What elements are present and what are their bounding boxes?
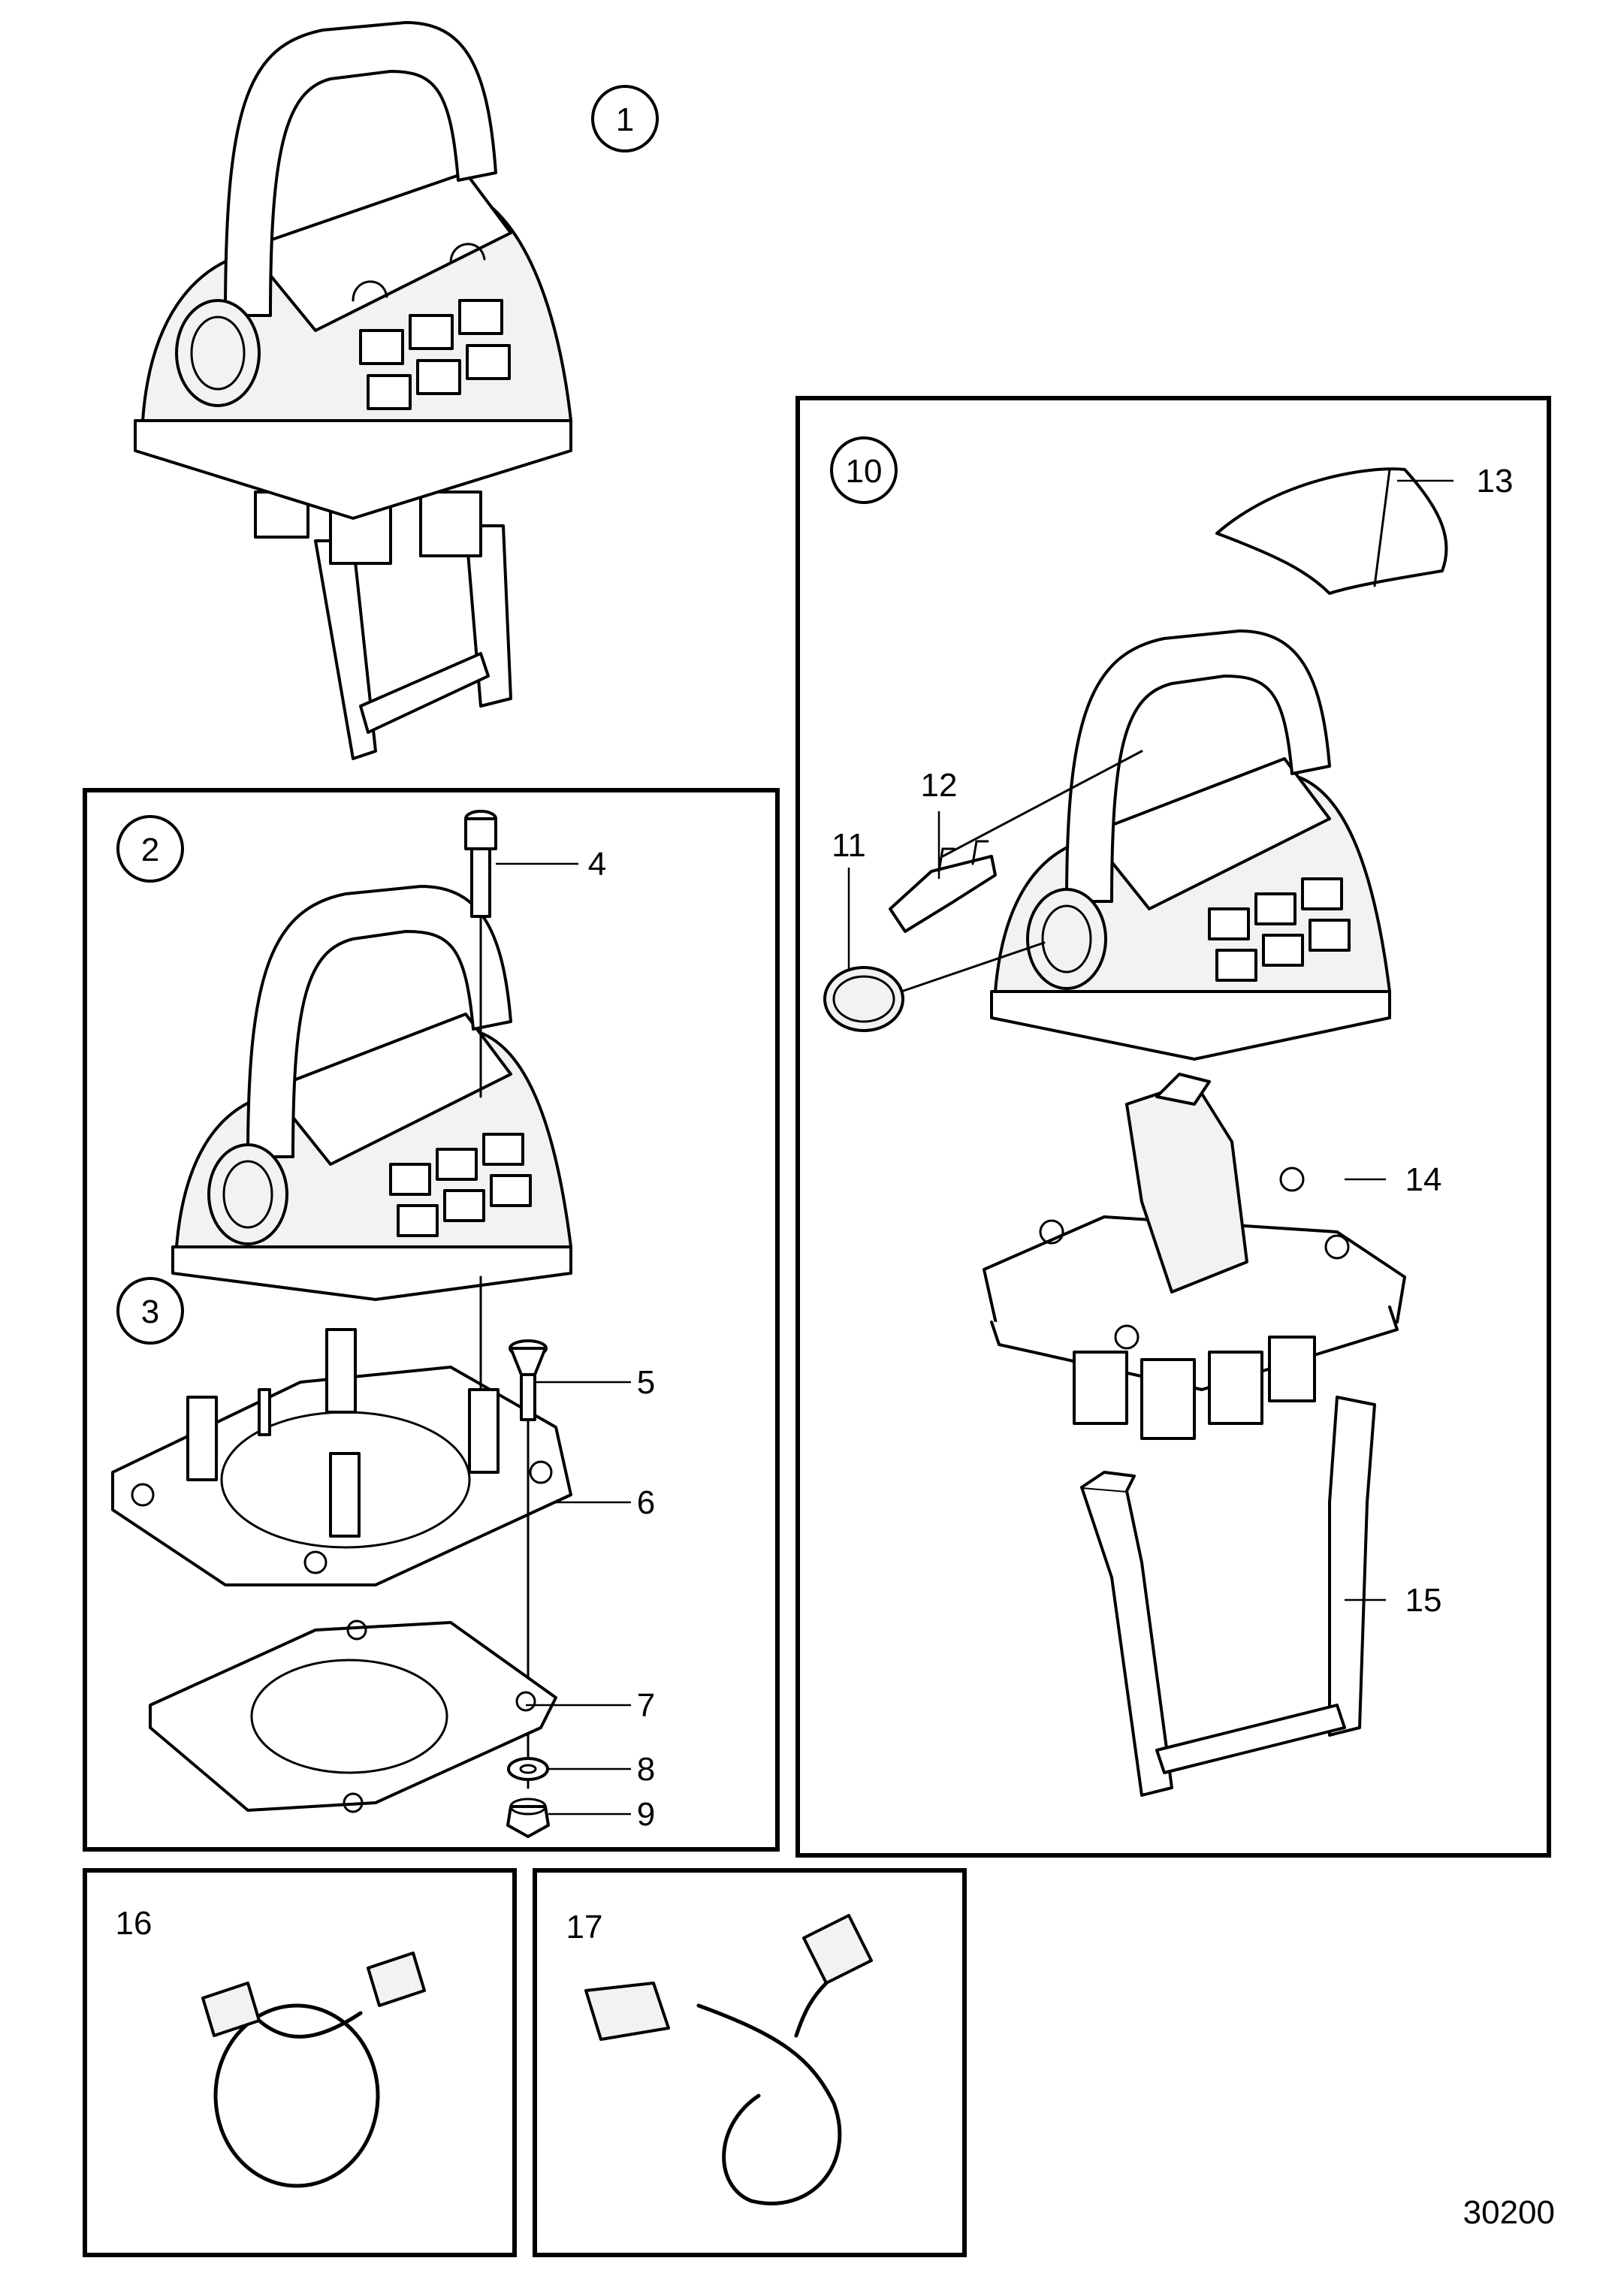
- callout-circle-1: [591, 85, 659, 152]
- callout-2: 2: [141, 832, 159, 868]
- callout-17: 17: [566, 1909, 603, 1945]
- callout-7: 7: [637, 1687, 655, 1724]
- callout-13: 13: [1477, 463, 1514, 500]
- bracket-item-15: [1080, 1396, 1376, 1797]
- callout-circle-3: [116, 1277, 184, 1345]
- callout-1: 1: [616, 101, 634, 138]
- clip-item-12: [889, 750, 1143, 933]
- control-unit-assembly: [134, 21, 572, 760]
- washer-item-8: [507, 1757, 549, 1781]
- control-unit-item-10: [990, 629, 1391, 1061]
- frame-items-2-9: [83, 788, 780, 1852]
- callout-15: 15: [1405, 1582, 1442, 1619]
- control-unit-item-2: [171, 885, 572, 1301]
- callout-16: 16: [116, 1905, 152, 1942]
- screw-item-5: [509, 1339, 548, 1789]
- callout-5: 5: [637, 1364, 655, 1401]
- screw-item-4: [464, 810, 497, 1098]
- callout-8: 8: [637, 1751, 655, 1788]
- callout-circle-10: [830, 436, 898, 504]
- emblem-cap-item-11: [823, 941, 1046, 1032]
- gasket-item-7: [149, 1619, 557, 1813]
- frame-item-17: [533, 1868, 967, 2257]
- nut-item-9: [506, 1798, 550, 1838]
- cable-item-16: [201, 1952, 426, 2188]
- callout-6: 6: [637, 1484, 655, 1521]
- callout-12: 12: [921, 767, 958, 804]
- cable-item-17: [584, 1914, 873, 2205]
- base-mechanism-item-14: [983, 1073, 1406, 1440]
- mounting-plate-item-3: [111, 1275, 572, 1586]
- callout-9: 9: [637, 1796, 655, 1833]
- callout-11: 11: [832, 827, 866, 864]
- callout-14: 14: [1405, 1161, 1442, 1198]
- callout-4: 4: [588, 846, 606, 883]
- callout-circle-2: [116, 815, 184, 883]
- cover-item-13: [1215, 467, 1448, 595]
- leader-lines: [496, 479, 1453, 1816]
- document-number: 30200: [1463, 2194, 1555, 2231]
- frame-item-16: [83, 1868, 517, 2257]
- callout-10: 10: [846, 453, 883, 490]
- frame-items-10-15: [795, 396, 1551, 1858]
- callout-3: 3: [141, 1293, 159, 1330]
